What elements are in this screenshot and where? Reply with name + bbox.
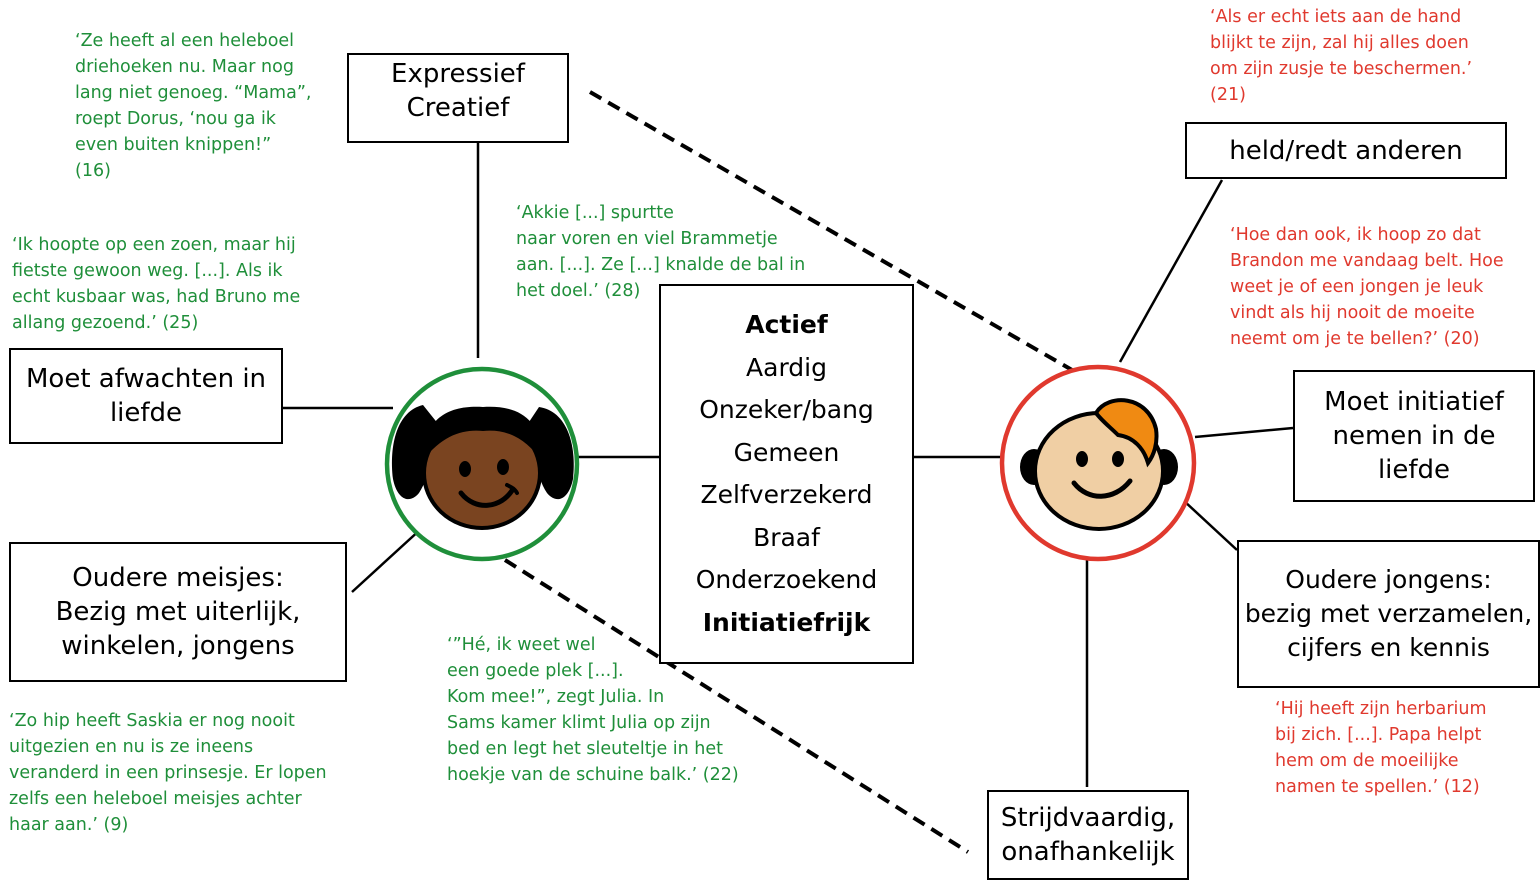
quote-girl-older: ‘Zo hip heeft Saskia er nog nooit uitgez… bbox=[9, 711, 327, 835]
box-girl-love-line-2: liefde bbox=[109, 398, 183, 428]
box-boy-fighter: Strijdvaardig, onafhankelijk bbox=[987, 790, 1189, 880]
box-boy-fighter-line-1: Strijdvaardig, bbox=[1000, 803, 1176, 833]
center-trait-1: Actief bbox=[745, 310, 828, 339]
box-boy-older-line-1: Oudere jongens: bbox=[1285, 565, 1492, 594]
quote-boy-love: ‘Hoe dan ook, ik hoop zo dat Brandon me … bbox=[1230, 225, 1504, 349]
center-trait-2: Aardig bbox=[746, 352, 827, 382]
boy-avatar bbox=[998, 363, 1198, 563]
box-girl-older-line-1: Oudere meisjes: bbox=[72, 563, 284, 593]
box-girl-creative: Expressief Creatief bbox=[347, 53, 569, 143]
box-boy-love-line-3: liefde bbox=[1377, 455, 1451, 485]
center-trait-3: Onzeker/bang bbox=[699, 395, 874, 424]
box-girl-older: Oudere meisjes: Bezig met uiterlijk, win… bbox=[9, 542, 347, 682]
box-girl-creative-line-1: Expressief bbox=[391, 59, 525, 89]
center-trait-6: Braaf bbox=[753, 522, 820, 552]
box-boy-older-line-2: bezig met verzamelen, bbox=[1244, 599, 1533, 628]
box-girl-love: Moet afwachten in liefde bbox=[9, 348, 283, 444]
box-boy-hero-line-1: held/redt anderen bbox=[1229, 135, 1463, 166]
quote-girl-creative: ‘Ze heeft al een heleboel driehoeken nu.… bbox=[75, 31, 312, 181]
box-boy-older-line-3: cijfers en kennis bbox=[1287, 633, 1490, 662]
girl-avatar bbox=[383, 365, 581, 563]
box-girl-love-line-1: Moet afwachten in bbox=[25, 364, 267, 394]
quote-boy-older: ‘Hij heeft zijn herbarium bij zich. [...… bbox=[1275, 699, 1487, 797]
quote-center-initiative: ‘”Hé, ik weet wel een goede plek [...]. … bbox=[447, 635, 739, 785]
box-boy-love-line-2: nemen in de bbox=[1332, 421, 1496, 451]
line-boy-older bbox=[1182, 499, 1238, 551]
center-trait-5: Zelfverzekerd bbox=[700, 480, 873, 509]
boy-hair-icon bbox=[1093, 398, 1159, 468]
center-trait-4: Gemeen bbox=[733, 437, 840, 467]
line-boy-hero bbox=[1118, 179, 1224, 363]
girl-hair-icon bbox=[423, 406, 542, 460]
box-boy-hero: held/redt anderen bbox=[1185, 122, 1507, 179]
box-boy-fighter-line-2: onafhankelijk bbox=[1001, 837, 1175, 867]
girl-left-pigtail-icon bbox=[392, 405, 439, 500]
dashed-line-top bbox=[589, 90, 1073, 372]
box-boy-older: Oudere jongens: bezig met verzamelen, ci… bbox=[1237, 540, 1540, 688]
box-boy-love: Moet initiatief nemen in de liefde bbox=[1293, 370, 1535, 502]
center-trait-8: Initiatiefrijk bbox=[702, 607, 871, 637]
box-center-traits: Actief Aardig Onzeker/bang Gemeen Zelfve… bbox=[659, 284, 914, 664]
line-boy-love bbox=[1194, 426, 1294, 439]
box-boy-love-line-1: Moet initiatief bbox=[1324, 387, 1504, 417]
quote-center-active: ‘Akkie [...] spurtte naar voren en viel … bbox=[516, 203, 806, 301]
dashed-line-bottom bbox=[503, 558, 970, 854]
line-girl-older bbox=[351, 527, 423, 593]
box-girl-older-line-2: Bezig met uiterlijk, bbox=[55, 597, 301, 627]
center-trait-7: Onderzoekend bbox=[695, 565, 878, 594]
quote-boy-hero: ‘Als er echt iets aan de hand blijkt te … bbox=[1210, 7, 1473, 105]
box-girl-creative-line-2: Creatief bbox=[406, 93, 510, 123]
box-girl-older-line-3: winkelen, jongens bbox=[61, 631, 295, 661]
girl-right-pigtail-icon bbox=[527, 407, 574, 500]
quote-girl-love: ‘Ik hoopte op een zoen, maar hij fietste… bbox=[12, 235, 301, 333]
